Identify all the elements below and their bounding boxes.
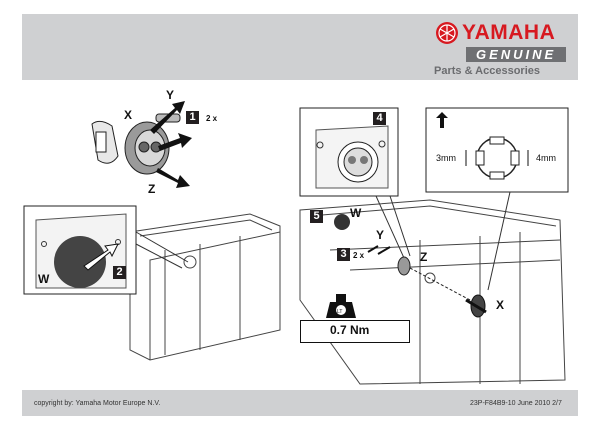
- dimension-right: 4mm: [536, 153, 556, 163]
- step-badge-1: 1: [186, 111, 199, 124]
- label-y-right: Y: [376, 228, 385, 242]
- inset-dimensions: [425, 107, 569, 291]
- step-badge-5: 5: [310, 210, 323, 223]
- copyright-text: copyright by: Yamaha Motor Europe N.V.: [34, 400, 161, 407]
- label-w-left: W: [38, 272, 50, 286]
- label-x-top: X: [124, 108, 133, 122]
- loctite-bottle-icon: LT: [326, 294, 356, 318]
- brand-tagline: Parts & Accessories: [434, 65, 540, 77]
- label-x-right: X: [496, 298, 505, 312]
- inset-lock-4: [299, 107, 411, 259]
- lock-assembly-top-left: [91, 113, 181, 175]
- inset-cover-w: [23, 205, 189, 295]
- brand-name: YAMAHA: [462, 21, 556, 44]
- step-badge-4: 4: [373, 112, 386, 125]
- footer-band: [22, 390, 578, 416]
- torque-value: 0.7 Nm: [330, 323, 370, 337]
- torque-box: [300, 320, 410, 343]
- document-reference: 23P-F84B9-10 June 2010 2/7: [470, 400, 562, 407]
- step-badge-2: 2: [113, 266, 126, 279]
- brand-line: GENUINE: [466, 47, 567, 62]
- label-z-top: Z: [148, 182, 156, 196]
- svg-text:LT: LT: [337, 309, 342, 315]
- step-badge-3: 3: [337, 248, 350, 261]
- label-z-right: Z: [420, 250, 428, 264]
- label-w-right: W: [350, 206, 362, 220]
- exploded-parts-right: [334, 214, 487, 318]
- dimension-left: 3mm: [436, 153, 456, 163]
- quantity-step-3: 2 x: [353, 251, 365, 260]
- quantity-step-1: 2 x: [206, 114, 218, 123]
- label-y-top: Y: [166, 88, 175, 102]
